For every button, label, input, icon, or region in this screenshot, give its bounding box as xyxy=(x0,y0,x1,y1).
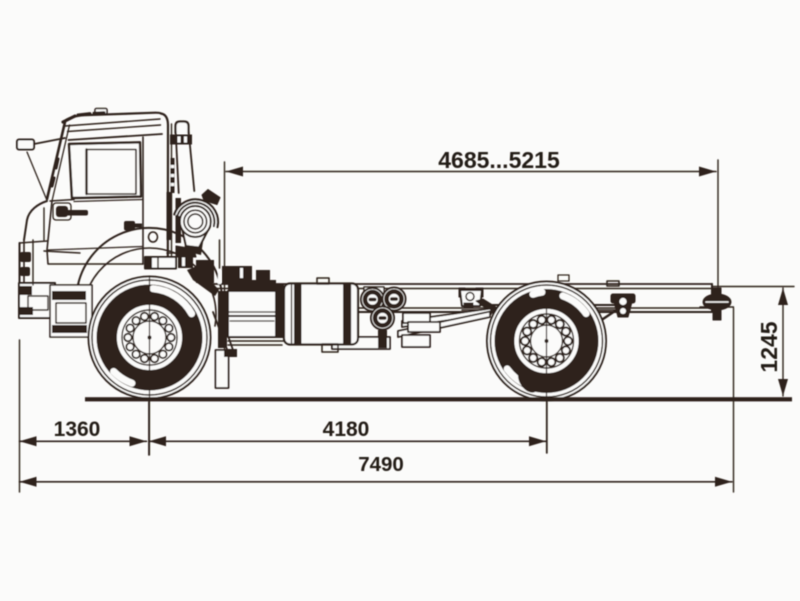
svg-text:4180: 4180 xyxy=(323,418,370,441)
svg-text:1360: 1360 xyxy=(54,418,101,441)
svg-text:7490: 7490 xyxy=(358,453,404,476)
svg-text:4685...5215: 4685...5215 xyxy=(438,147,560,173)
svg-text:1245: 1245 xyxy=(756,321,782,372)
